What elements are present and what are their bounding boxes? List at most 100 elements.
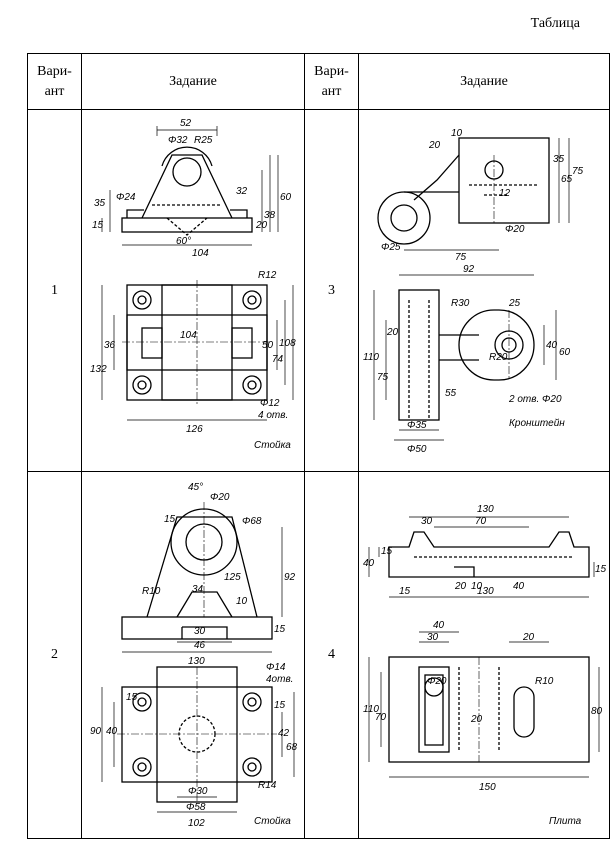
dim-label: 126 xyxy=(186,424,203,435)
dim-label: 40 xyxy=(106,726,118,737)
dim-label: Φ30 xyxy=(188,786,208,797)
dim-label: Φ12 xyxy=(260,398,280,409)
header-row: Вари- ант Задание Вари- ант Задание xyxy=(27,53,610,110)
dim-label: R20 xyxy=(489,352,508,363)
header-variant-left: Вари- ант xyxy=(27,53,82,110)
dim-label: 75 xyxy=(377,372,389,383)
dim-label: 68 xyxy=(286,742,298,753)
dim-label: 38 xyxy=(264,210,276,221)
dim-label: Φ20 xyxy=(210,492,230,503)
dim-label: 132 xyxy=(90,364,107,375)
dim-label: 45° xyxy=(188,482,203,493)
dim-label: 15 xyxy=(381,546,393,557)
dim-label: 12 xyxy=(499,188,511,199)
technical-drawing-stand-1: 52 Φ32 R25 Φ24 35 15 32 60 38 20 60° 104… xyxy=(90,118,296,451)
dim-label: 15 xyxy=(595,564,607,575)
dim-label: 104 xyxy=(180,330,197,341)
dim-label: R30 xyxy=(451,298,470,309)
dim-label: 40 xyxy=(433,620,445,631)
part-name: Стойка xyxy=(254,816,291,827)
dim-label: 42 xyxy=(278,728,290,739)
dim-label: 15 xyxy=(274,700,286,711)
dim-label: 130 xyxy=(188,656,205,667)
table-caption: Таблица xyxy=(530,16,580,31)
dim-label: 40 xyxy=(546,340,558,351)
dim-label: 10 xyxy=(236,596,248,607)
dim-label: Φ35 xyxy=(407,420,427,431)
dim-label: 150 xyxy=(479,782,496,793)
header-task-right: Задание xyxy=(358,53,610,110)
dim-label: 46 xyxy=(194,640,206,651)
dim-label: 35 xyxy=(94,198,106,209)
dim-label: 15 xyxy=(399,586,411,597)
dim-label: 20 xyxy=(255,220,268,231)
header-variant-right: Вари- ант xyxy=(304,53,359,110)
variant-number: 2 xyxy=(27,471,82,839)
dim-label: 20 xyxy=(428,140,441,151)
dim-label: 60 xyxy=(559,347,571,358)
dim-label: 70 xyxy=(375,712,387,723)
dim-label: 15 xyxy=(92,220,104,231)
part-name: Плита xyxy=(549,816,582,827)
variant-number: 3 xyxy=(304,109,359,472)
dim-label: 55 xyxy=(445,388,457,399)
dim-label: 20 xyxy=(522,632,535,643)
dim-label: Φ24 xyxy=(116,192,136,203)
header-task-left: Задание xyxy=(81,53,305,110)
dim-label: R25 xyxy=(194,135,213,146)
dim-label: 102 xyxy=(188,818,205,829)
variant-number: 4 xyxy=(304,471,359,839)
dim-label: 4отв. xyxy=(266,674,293,685)
dim-label: R10 xyxy=(142,586,161,597)
dim-label: 92 xyxy=(463,264,475,275)
dim-label: 10 xyxy=(471,581,483,592)
dim-label: 36 xyxy=(104,340,116,351)
dim-label: R10 xyxy=(535,676,554,687)
dim-label: 52 xyxy=(180,118,192,129)
dim-label: 30 xyxy=(421,516,433,527)
dim-label: 90 xyxy=(90,726,102,737)
dim-label: 80 xyxy=(591,706,603,717)
dim-label: 2 отв. Φ20 xyxy=(508,394,562,405)
dim-label: 40 xyxy=(363,558,375,569)
dim-label: 125 xyxy=(224,572,241,583)
variant-number: 1 xyxy=(27,109,82,472)
dim-label: R14 xyxy=(258,780,277,791)
dim-label: 108 xyxy=(279,338,296,349)
dim-label: 75 xyxy=(455,252,467,263)
drawing-cell-variant-2: 45° Φ20 15 Φ68 125 R10 34 10 92 15 30 46… xyxy=(81,471,305,839)
dim-label: 60 xyxy=(280,192,292,203)
task-table: Вари- ант Задание Вари- ант Задание 1 xyxy=(27,53,610,839)
table-row: 2 xyxy=(27,471,610,839)
dim-label: 130 xyxy=(477,504,494,515)
dim-label: Φ50 xyxy=(407,444,427,455)
dim-label: Φ58 xyxy=(186,802,206,813)
dim-label: 110 xyxy=(363,352,379,363)
dim-label: 30 xyxy=(427,632,439,643)
dim-label: 92 xyxy=(284,572,296,583)
technical-drawing-bracket: 20 10 35 65 75 12 Φ20 Φ25 75 92 R30 25 2… xyxy=(363,128,584,455)
drawing-cell-variant-4: 130 30 70 40 15 15 20 10 40 15 130 40 30… xyxy=(358,471,610,839)
dim-label: 40 xyxy=(513,581,525,592)
drawing-cell-variant-1: 52 Φ32 R25 Φ24 35 15 32 60 38 20 60° 104… xyxy=(81,109,305,472)
dim-label: 34 xyxy=(192,584,204,595)
technical-drawing-plate: 130 30 70 40 15 15 20 10 40 15 130 40 30… xyxy=(363,504,607,827)
table-row: 1 xyxy=(27,109,610,472)
dim-label: Φ14 xyxy=(266,662,286,673)
dim-label: Φ25 xyxy=(381,242,401,253)
dim-label: 20 xyxy=(454,581,467,592)
dim-label: 75 xyxy=(572,166,584,177)
dim-label: 60° xyxy=(176,236,191,247)
dim-label: 15 xyxy=(164,514,176,525)
dim-label: 70 xyxy=(475,516,487,527)
dim-label: 74 xyxy=(272,354,284,365)
dim-label: Φ20 xyxy=(427,676,447,687)
dim-label: 20 xyxy=(470,714,483,725)
dim-label: 10 xyxy=(451,128,463,139)
dim-label: Φ20 xyxy=(505,224,525,235)
part-name: Стойка xyxy=(254,440,291,451)
dim-label: 130 xyxy=(477,586,494,597)
drawing-cell-variant-3: 20 10 35 65 75 12 Φ20 Φ25 75 92 R30 25 2… xyxy=(358,109,610,472)
part-name: Кронштейн xyxy=(509,418,565,429)
dim-label: R12 xyxy=(258,270,277,281)
